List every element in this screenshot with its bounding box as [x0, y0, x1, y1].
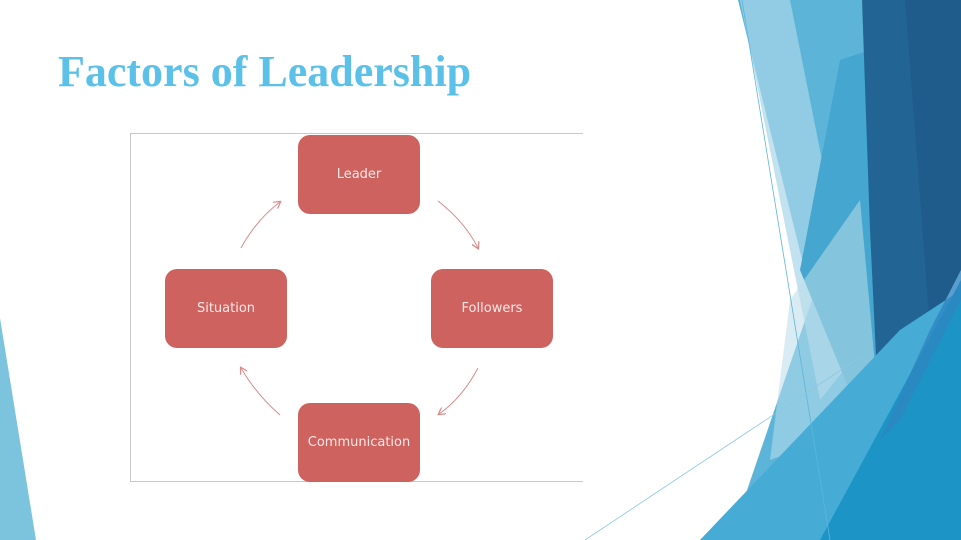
light-blue-facet — [730, 0, 880, 540]
node-communication: Communication — [298, 403, 420, 482]
node-followers: Followers — [431, 269, 553, 348]
accent-facet — [880, 270, 961, 440]
slide-title: Factors of Leadership — [58, 47, 472, 96]
node-leader: Leader — [298, 135, 420, 214]
node-label: Situation — [196, 301, 256, 316]
darker-blue-facet — [905, 0, 961, 330]
deep-cyan-facet — [820, 280, 961, 540]
left-edge-facet — [0, 318, 36, 540]
node-situation: Situation — [165, 269, 287, 348]
node-label: Followers — [461, 301, 523, 316]
translucent-facet — [770, 200, 880, 460]
mid-blue-facet — [800, 40, 930, 440]
thin-cross-line — [584, 355, 863, 540]
node-label: Leader — [336, 167, 382, 182]
node-label: Communication — [307, 435, 411, 450]
pale-facet — [740, 0, 860, 400]
dark-blue-facet — [862, 0, 961, 440]
cyan-bottom-facet — [700, 290, 961, 540]
thin-diagonal-line — [741, 0, 831, 540]
